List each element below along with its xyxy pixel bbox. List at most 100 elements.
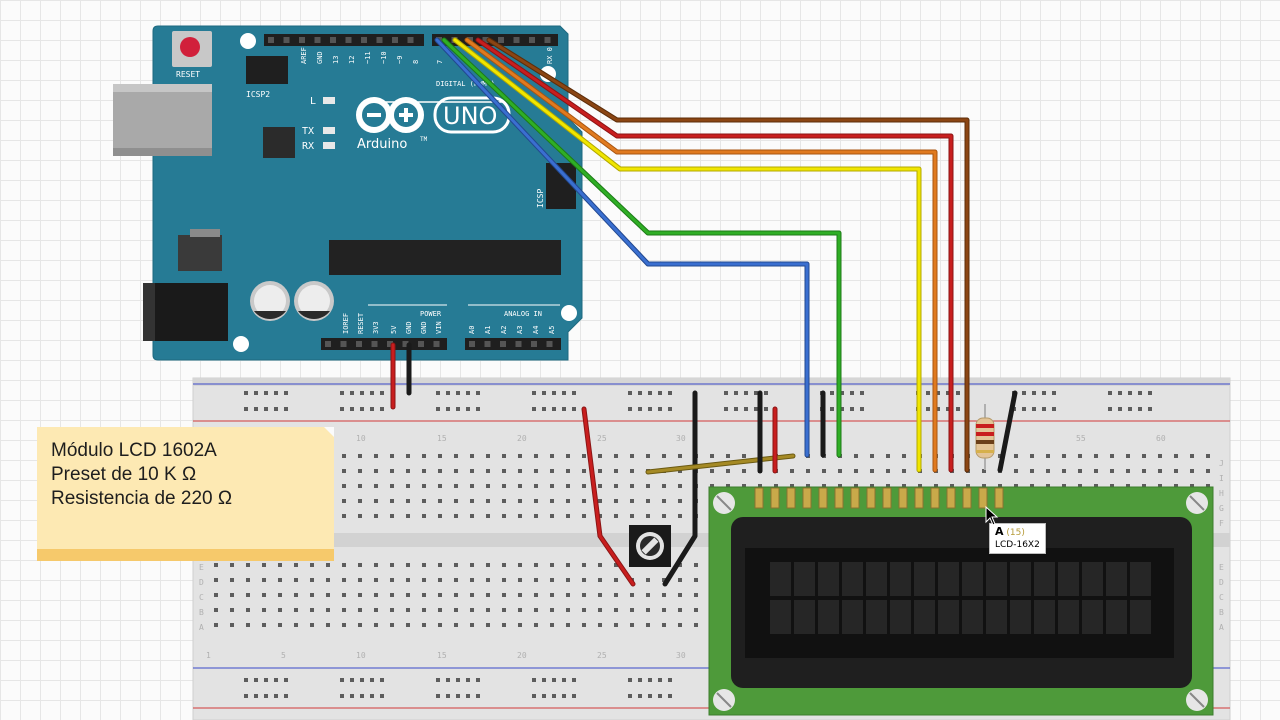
column-number: 10 — [356, 434, 366, 443]
lcd-character-grid — [770, 562, 1151, 634]
row-letter: D — [199, 578, 204, 587]
column-number: 20 — [517, 434, 527, 443]
tooltip-part: LCD-16X2 — [995, 540, 1040, 550]
pin-label: 12 — [348, 56, 356, 64]
wire-contrast-olive[interactable] — [645, 453, 796, 475]
mounting-hole — [233, 336, 249, 352]
wire-yellow[interactable] — [452, 37, 922, 473]
pin-label: 5V — [390, 325, 398, 334]
row-letter: B — [1219, 608, 1224, 617]
note-line-1: Módulo LCD 1602A — [51, 440, 217, 461]
breadboard-column-numbers: 1 5 10 15 20 25 30 55 60 1 5 10 15 20 25… — [206, 434, 1166, 660]
voltage-regulator — [178, 235, 222, 271]
row-letter: E — [199, 563, 204, 572]
resistor-220-ohm[interactable] — [975, 404, 995, 470]
potentiometer[interactable] — [629, 525, 671, 567]
pin-label: 13 — [332, 56, 340, 64]
row-letters: J I H G F E D C B A E D C B A — [199, 459, 1224, 632]
row-letter: B — [199, 608, 204, 617]
led-l — [323, 97, 335, 104]
wire-blue[interactable] — [434, 37, 810, 458]
led-tx — [323, 127, 335, 134]
column-number: 30 — [676, 434, 686, 443]
led-tx-label: TX — [302, 126, 314, 137]
row-letter: I — [1219, 474, 1224, 483]
column-number: 15 — [437, 434, 447, 443]
tooltip-pin: A — [995, 525, 1004, 538]
led-l-label: L — [310, 96, 316, 107]
led-rx-label: RX — [302, 141, 314, 152]
pin-label: ~10 — [380, 51, 388, 64]
column-number: 55 — [1076, 434, 1086, 443]
wire-pot-black[interactable] — [662, 390, 698, 587]
pin-label: A1 — [484, 326, 492, 334]
column-number: 20 — [517, 651, 527, 660]
pin-label: ~9 — [396, 56, 404, 64]
wire-layer — [390, 37, 1018, 587]
pin-label: AREF — [300, 47, 308, 64]
column-number: 25 — [597, 434, 607, 443]
icsp-label: ICSP — [536, 189, 545, 208]
wire-red[interactable] — [475, 37, 954, 473]
pin-label: 8 — [412, 60, 420, 64]
usb-chip — [263, 127, 295, 158]
note-line-2: Preset de 10 K Ω — [51, 464, 197, 485]
pin-label: A3 — [516, 326, 524, 334]
row-letter: D — [1219, 578, 1224, 587]
tooltip-pin-number: (15) — [1006, 528, 1025, 538]
pin-label: GND — [420, 321, 428, 334]
usb-port — [113, 84, 212, 156]
column-number: 60 — [1156, 434, 1166, 443]
analog-label: ANALOG IN — [504, 310, 542, 318]
wire-k-black[interactable] — [997, 390, 1018, 473]
capacitor — [250, 281, 290, 321]
trademark-label: TM — [420, 136, 428, 143]
column-number: 30 — [676, 651, 686, 660]
mouse-cursor-icon — [985, 506, 999, 526]
row-letter: C — [1219, 593, 1224, 602]
pin-label: 3V3 — [372, 321, 380, 334]
header-digital — [432, 34, 558, 46]
pin-tooltip: A (15) LCD-16X2 — [989, 523, 1046, 554]
lcd-pin-header — [754, 487, 1004, 509]
row-letter: E — [1219, 563, 1224, 572]
digital-label: DIGITAL (PWM~) — [436, 80, 495, 88]
brand-label: Arduino — [357, 137, 407, 152]
mounting-hole — [240, 33, 256, 49]
dc-power-jack — [143, 283, 228, 341]
capacitor — [294, 281, 334, 321]
row-letter: J — [1219, 459, 1224, 468]
wire-pot-red[interactable] — [581, 406, 636, 587]
row-letter: G — [1219, 504, 1224, 513]
pin-label: A2 — [500, 326, 508, 334]
pin-label: GND — [316, 51, 324, 64]
row-letter: C — [199, 593, 204, 602]
pin-label: A5 — [548, 326, 556, 334]
pin-label: RESET — [357, 312, 365, 334]
row-letter: F — [1219, 519, 1224, 528]
pin-label: 7 — [436, 60, 444, 64]
column-number: 10 — [356, 651, 366, 660]
arduino-uno-board[interactable]: RESET ICSP2 L TX RX — [113, 25, 583, 361]
pin-label: GND — [405, 321, 413, 334]
column-number: 25 — [597, 651, 607, 660]
mounting-hole — [561, 305, 577, 321]
led-rx — [323, 142, 335, 149]
sticky-note[interactable]: Módulo LCD 1602A Preset de 10 K Ω Resist… — [37, 427, 334, 561]
header-power — [321, 338, 447, 350]
pin-label: A4 — [532, 326, 540, 334]
pin-label: VIN — [435, 321, 443, 334]
row-letter: H — [1219, 489, 1224, 498]
wire-green[interactable] — [441, 37, 842, 458]
pin-label: ~11 — [364, 51, 372, 64]
wire-brown[interactable] — [486, 37, 970, 473]
pin-label: A0 — [468, 326, 476, 334]
column-number: 15 — [437, 651, 447, 660]
power-label: POWER — [420, 310, 442, 318]
pin-label: RX 0 — [546, 47, 554, 64]
column-number: 5 — [281, 651, 286, 660]
wire-orange[interactable] — [464, 37, 938, 473]
row-letter: A — [1219, 623, 1224, 632]
lcd-16x2-module[interactable] — [708, 486, 1214, 716]
